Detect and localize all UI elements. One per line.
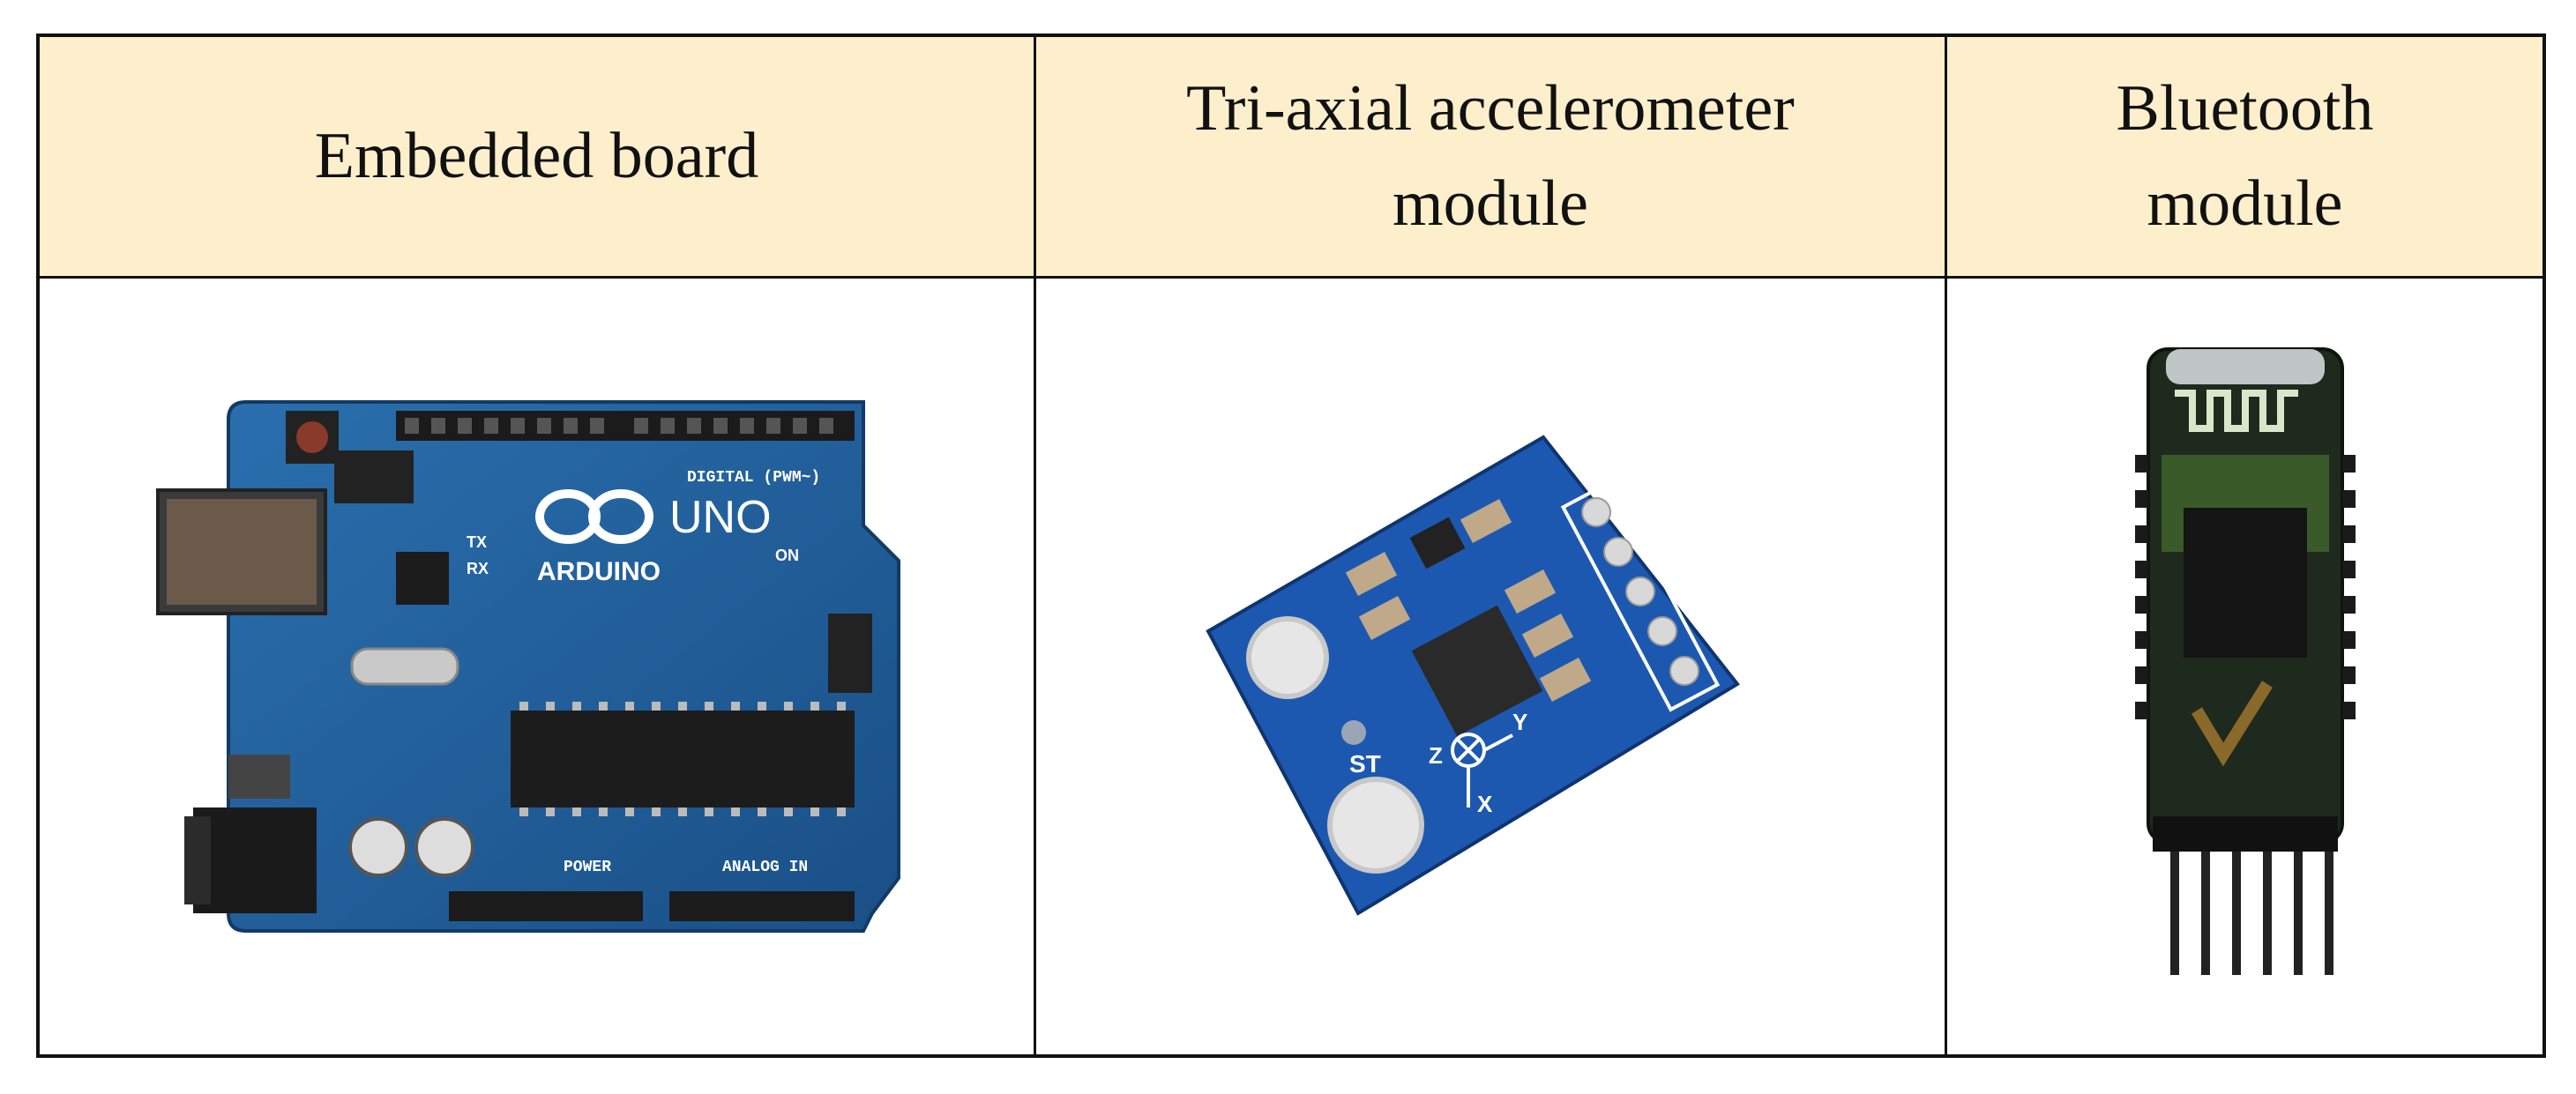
power-label: POWER xyxy=(564,859,611,876)
header-bluetooth: Bluetooth module xyxy=(1947,37,2542,279)
header-label: Embedded board xyxy=(314,119,759,192)
header-label: Bluetooth module xyxy=(2116,72,2374,240)
bluetooth-image-cell xyxy=(1947,279,2542,1054)
analog-label: ANALOG IN xyxy=(722,859,808,876)
header-embedded-board: Embedded board xyxy=(40,37,1036,279)
arduino-uno-label: UNO xyxy=(669,492,772,543)
z-label: Z xyxy=(1429,742,1443,769)
header-accelerometer: Tri-axial accelerometer module xyxy=(1036,37,1947,279)
tx-label: TX xyxy=(467,533,487,551)
on-label: ON xyxy=(775,547,799,564)
arduino-brand-label: ARDUINO xyxy=(537,557,661,586)
rx-label: RX xyxy=(467,560,489,577)
accelerometer-board-image: ST Z Y X xyxy=(1206,435,1740,916)
digital-label: DIGITAL (PWM~) xyxy=(687,469,820,487)
arduino-board-image: UNO ARDUINO DIGITAL (PWM~) POWER ANALOG … xyxy=(155,400,900,933)
st-label: ST xyxy=(1349,750,1381,778)
arduino-image-cell: UNO ARDUINO DIGITAL (PWM~) POWER ANALOG … xyxy=(40,279,1036,1054)
bluetooth-module-image xyxy=(2134,347,2356,975)
x-label: X xyxy=(1477,791,1493,817)
components-table: Embedded board Tri-axial accelerometer m… xyxy=(36,33,2546,1058)
y-label: Y xyxy=(1512,709,1527,735)
header-label: Tri-axial accelerometer module xyxy=(1186,72,1795,240)
accelerometer-image-cell: ST Z Y X xyxy=(1036,279,1947,1054)
